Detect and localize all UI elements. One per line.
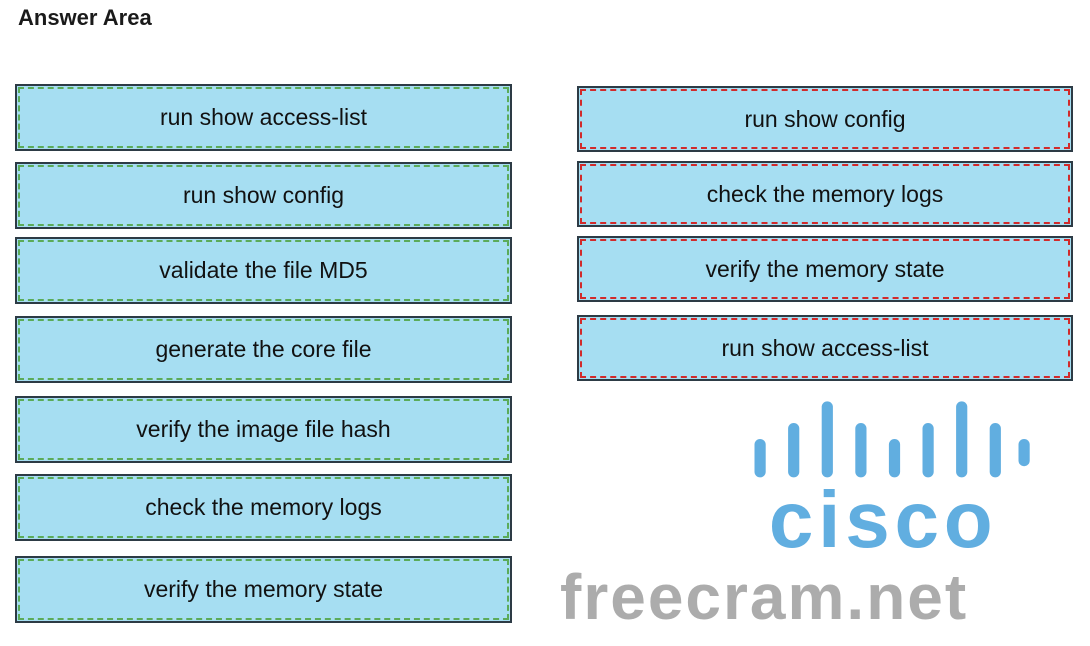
source-item[interactable]: verify the image file hash	[15, 396, 512, 463]
source-item[interactable]: generate the core file	[15, 316, 512, 383]
cisco-logo-icon: cisco	[754, 401, 1030, 555]
cisco-logo-watermark: cisco	[720, 395, 1065, 555]
source-item[interactable]: run show access-list	[15, 84, 512, 151]
source-item[interactable]: check the memory logs	[15, 474, 512, 541]
answer-item[interactable]: run show config	[577, 86, 1073, 152]
cisco-logo-text: cisco	[769, 475, 998, 555]
answer-area-title: Answer Area	[18, 5, 152, 30]
source-item[interactable]: validate the file MD5	[15, 237, 512, 304]
site-watermark: freecram.net	[560, 561, 969, 633]
source-item[interactable]: verify the memory state	[15, 556, 512, 623]
answer-item[interactable]: verify the memory state	[577, 236, 1073, 302]
answer-item[interactable]: run show access-list	[577, 315, 1073, 381]
source-item[interactable]: run show config	[15, 162, 512, 229]
answer-item[interactable]: check the memory logs	[577, 161, 1073, 227]
